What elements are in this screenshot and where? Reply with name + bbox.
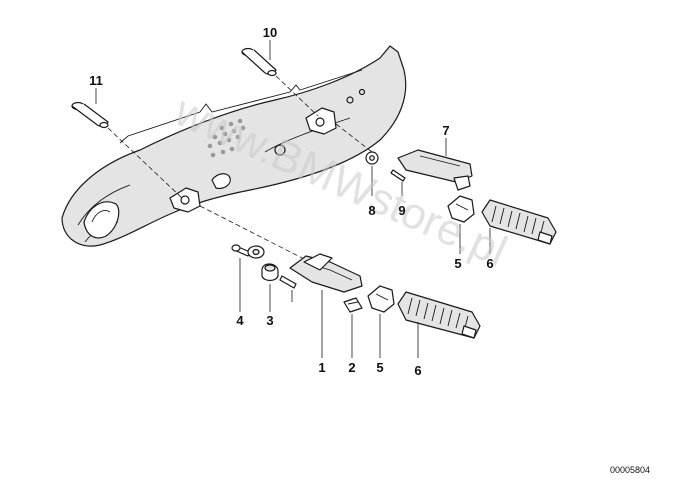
callout-1: 1 (318, 360, 325, 375)
bolt-11 (71, 101, 109, 129)
bolt-10 (241, 47, 277, 77)
callout-5b: 5 (376, 360, 383, 375)
callout-10: 10 (263, 25, 277, 40)
callout-6a: 6 (486, 256, 493, 271)
footrest-6-lower (397, 291, 481, 339)
bracket-7 (397, 149, 473, 191)
spacer (247, 245, 265, 259)
footrest-6-upper (481, 199, 557, 245)
bushing-5-lower (367, 285, 395, 313)
bolt-4 (231, 244, 251, 257)
bushing-3 (261, 263, 279, 282)
vent-holes (207, 118, 246, 158)
callout-6b: 6 (414, 363, 421, 378)
clip-2 (343, 297, 363, 313)
pin-9 (390, 169, 406, 182)
callout-7: 7 (442, 123, 449, 138)
callout-5a: 5 (454, 256, 461, 271)
callout-2: 2 (348, 360, 355, 375)
callout-11: 11 (89, 73, 103, 88)
spring-pin (279, 275, 297, 289)
callout-4: 4 (236, 313, 244, 328)
bushing-5-upper (447, 195, 475, 223)
frame-cover (61, 45, 407, 247)
bracket-1 (289, 253, 363, 293)
callout-3: 3 (266, 313, 273, 328)
washer-8 (365, 151, 379, 165)
callout-9: 9 (398, 203, 405, 218)
document-number: 00005804 (610, 465, 650, 475)
callout-8: 8 (368, 203, 375, 218)
